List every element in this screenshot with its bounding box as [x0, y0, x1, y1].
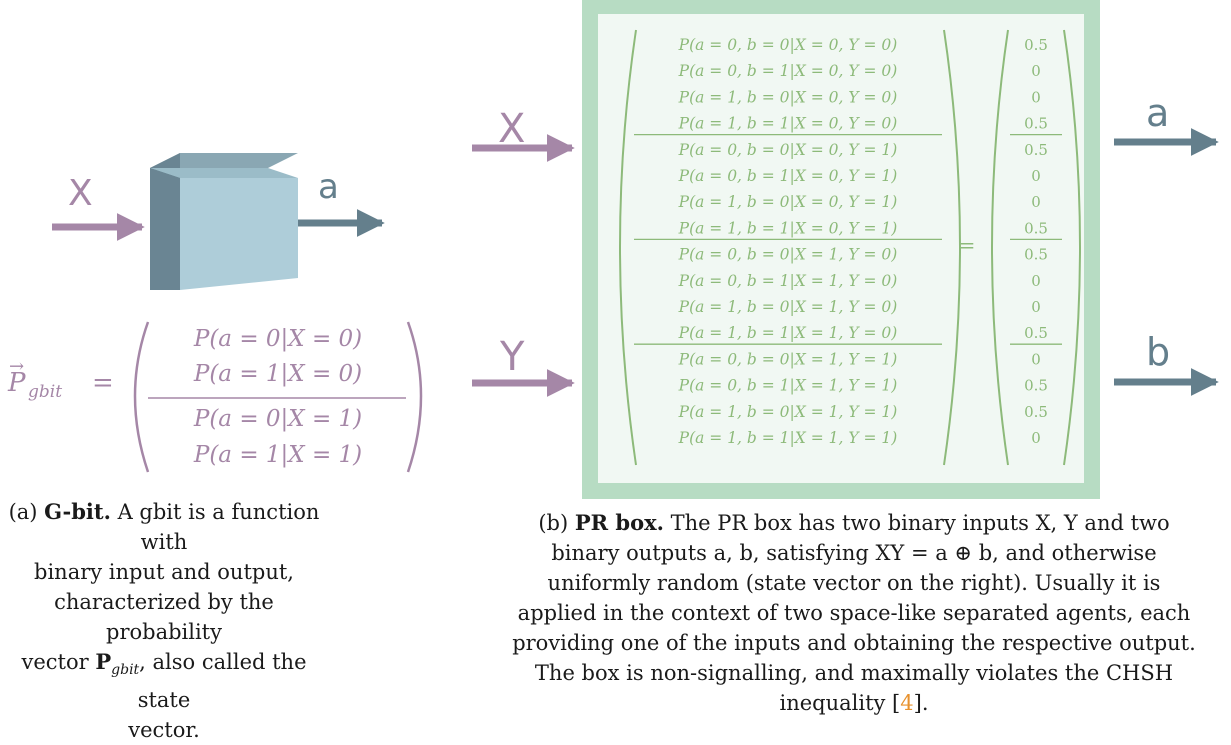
caption-a-line3: characterized by the probability	[54, 590, 274, 644]
prbox-probability-entry: P(a = 0, b = 0|X = 1, Y = 1)	[678, 350, 898, 368]
prbox-equals: =	[959, 233, 976, 257]
caption-b-ref-link[interactable]: 4	[900, 691, 914, 715]
prbox-probability-value: 0.5	[1024, 377, 1048, 395]
gbit-box-top	[150, 153, 298, 168]
prbox-probability-value: 0.5	[1024, 141, 1048, 159]
prbox-probability-entry: P(a = 1, b = 0|X = 1, Y = 1)	[678, 403, 898, 421]
prbox-probability-value: 0	[1031, 193, 1041, 211]
caption-b-line1: The PR box has two binary inputs X, Y an…	[663, 511, 1170, 535]
prbox-probability-value: 0	[1031, 88, 1041, 106]
gbit-vector-symbol: P	[7, 368, 26, 398]
prbox-input-x-label: X	[498, 106, 525, 152]
caption-b-line7-post: ].	[913, 691, 929, 715]
caption-b-line7-pre: inequality [	[779, 691, 901, 715]
prbox-probability-entry: P(a = 0, b = 0|X = 0, Y = 0)	[678, 36, 898, 54]
caption-b-title: PR box.	[574, 510, 664, 535]
prbox-left-paren-2	[991, 29, 1009, 466]
caption-a-line4-sub: gbit	[111, 662, 140, 679]
prbox-probability-value: 0	[1031, 167, 1041, 185]
prbox-input-y-label: Y	[499, 334, 525, 380]
vector-arrow-icon: →	[9, 356, 24, 377]
prbox-probability-entry: P(a = 1, b = 1|X = 1, Y = 0)	[678, 324, 898, 342]
prbox-probability-entry: P(a = 1, b = 0|X = 1, Y = 0)	[678, 298, 898, 316]
gbit-diagram: X a	[52, 153, 385, 290]
caption-a-line4-post: , also called the state	[137, 650, 307, 713]
prbox-probability-value: 0	[1031, 350, 1041, 368]
caption-prbox: (b) PR box. The PR box has two binary in…	[478, 508, 1230, 718]
prbox-state-vector: = P(a = 0, b = 0|X = 0, Y = 0)0.5P(a = 0…	[619, 29, 1081, 466]
prbox-probability-entry: P(a = 1, b = 1|X = 0, Y = 0)	[678, 115, 898, 133]
prbox-probability-value: 0.5	[1024, 36, 1048, 54]
prbox-probability-entry: P(a = 1, b = 1|X = 1, Y = 1)	[678, 429, 898, 447]
caption-b-line4: applied in the context of two space-like…	[517, 601, 1191, 625]
prbox-probability-entry: P(a = 0, b = 0|X = 1, Y = 0)	[678, 246, 898, 264]
caption-a-line4-pre: vector	[21, 650, 96, 674]
prbox-left-paren-1	[619, 29, 637, 466]
prbox-probability-entry: P(a = 0, b = 1|X = 1, Y = 1)	[678, 377, 898, 395]
prbox-diagram: X Y a b = P(a = 0, b = 0|X = 0, Y = 0) 0.…	[472, 0, 1219, 499]
prbox-panel	[598, 14, 1084, 483]
caption-a-tag: (a)	[8, 500, 38, 524]
prbox-probability-value: 0.5	[1024, 324, 1048, 342]
prbox-probability-value: 0.5	[1024, 219, 1048, 237]
prbox-probability-value: 0	[1031, 298, 1041, 316]
prbox-right-paren-1	[943, 29, 961, 466]
caption-a-line1: A gbit is a function with	[110, 500, 320, 554]
prbox-probability-entry: P(a = 0, b = 1|X = 0, Y = 1)	[678, 167, 898, 185]
prbox-right-paren-2	[1063, 29, 1081, 466]
gbit-vector-entry: P(a = 1|X = 0)	[193, 361, 362, 387]
prbox-output-a-label: a	[1146, 91, 1169, 135]
gbit-vector-entry: P(a = 0|X = 1)	[193, 406, 362, 432]
caption-a-line4-bold: P	[95, 649, 112, 674]
gbit-vector-equation: P → gbit = P(a = 0|X = 0) P(a = 1|X = 0) P…	[7, 321, 423, 473]
gbit-equals: =	[92, 368, 114, 398]
gbit-box-front	[180, 178, 298, 290]
caption-b-line5: providing one of the inputs and obtainin…	[512, 631, 1196, 655]
caption-gbit: (a) G-bit. A gbit is a function with bin…	[0, 497, 328, 745]
prbox-probability-value: 0	[1031, 62, 1041, 80]
caption-a-line5: vector.	[128, 718, 200, 743]
prbox-probability-value: 0.5	[1024, 115, 1048, 133]
gbit-input-label: X	[68, 173, 93, 214]
gbit-output-label: a	[318, 167, 339, 207]
prbox-probability-entry: P(a = 0, b = 1|X = 0, Y = 0)	[678, 62, 898, 80]
prbox-probability-value: 0.5	[1024, 403, 1048, 421]
prbox-probability-entry: P(a = 1, b = 1|X = 0, Y = 1)	[678, 219, 898, 237]
caption-b-line3: uniformly random (state vector on the ri…	[547, 571, 1161, 595]
gbit-left-paren	[133, 321, 150, 473]
gbit-vector-entry: P(a = 1|X = 1)	[193, 442, 362, 468]
gbit-right-paren	[406, 321, 423, 473]
prbox-probability-entry: P(a = 0, b = 1|X = 1, Y = 0)	[678, 272, 898, 290]
prbox-probability-entry: P(a = 1, b = 0|X = 0, Y = 0)	[678, 88, 898, 106]
gbit-vector-entry: P(a = 0|X = 0)	[193, 326, 362, 352]
prbox-probability-value: 0	[1031, 272, 1041, 290]
caption-a-title: G-bit.	[44, 499, 111, 524]
caption-b-line2: binary outputs a, b, satisfying XY = a ⊕…	[551, 541, 1157, 565]
prbox-output-b-label: b	[1146, 330, 1170, 374]
caption-b-line6: The box is non-signalling, and maximally…	[534, 661, 1174, 685]
prbox-probability-value: 0	[1031, 429, 1041, 447]
gbit-vector-subscript: gbit	[28, 382, 62, 402]
prbox-probability-entry: P(a = 0, b = 0|X = 0, Y = 1)	[678, 141, 898, 159]
caption-b-tag: (b)	[538, 511, 569, 535]
prbox-probability-entry: P(a = 1, b = 0|X = 0, Y = 1)	[678, 193, 898, 211]
prbox-probability-value: 0.5	[1024, 246, 1048, 264]
caption-a-line2: binary input and output,	[34, 560, 294, 584]
